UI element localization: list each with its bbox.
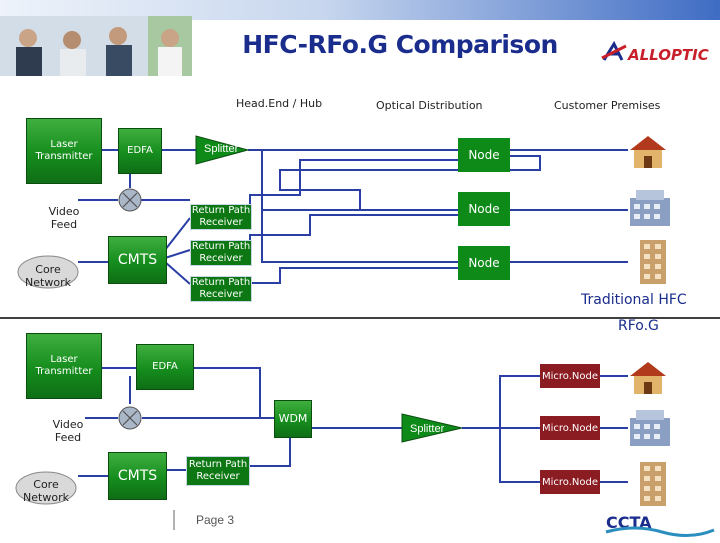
header-optical-distribution: Optical Distribution	[376, 99, 483, 112]
micronode-2: Micro.Node	[540, 416, 600, 440]
node-2: Node	[458, 192, 510, 226]
splitter-label-hfc: Splitter	[204, 143, 239, 155]
house-icon	[630, 136, 666, 168]
rfog-label: RFo.G	[618, 318, 659, 334]
ccta-logo: CCTA	[604, 510, 716, 538]
office-people-image	[0, 16, 192, 76]
return-path-receiver-3: Return Path Receiver	[190, 276, 252, 302]
brand-text: ALLOPTIC	[627, 46, 709, 64]
video-feed-label-hfc: Video Feed	[48, 205, 80, 231]
laser-transmitter-hfc: Laser Transmitter	[26, 118, 102, 184]
node-1: Node	[458, 138, 510, 172]
cmts-hfc: CMTS	[108, 236, 167, 284]
apartment-building-icon	[640, 240, 666, 284]
top-banner	[0, 0, 720, 20]
edfa-hfc: EDFA	[118, 128, 162, 174]
cmts-rfog: CMTS	[108, 452, 167, 500]
micronode-3: Micro.Node	[540, 470, 600, 494]
return-path-receiver-1: Return Path Receiver	[190, 204, 252, 230]
alloptic-logo: ALLOPTIC	[600, 38, 710, 68]
office-building-icon	[630, 190, 670, 226]
header-headend: Head.End / Hub	[236, 97, 323, 110]
wdm-rfog: WDM	[274, 400, 312, 438]
micronode-1: Micro.Node	[540, 364, 600, 388]
header-customer-premises: Customer Premises	[554, 99, 661, 112]
laser-transmitter-rfog: Laser Transmitter	[26, 333, 102, 399]
apartment-building-icon	[640, 462, 666, 506]
return-path-receiver-2: Return Path Receiver	[190, 240, 252, 266]
edfa-rfog: EDFA	[136, 344, 194, 390]
page-title: HFC-RFo.G Comparison	[242, 30, 558, 59]
node-3: Node	[458, 246, 510, 280]
video-feed-label-rfog: Video Feed	[52, 418, 84, 444]
office-building-icon	[630, 410, 670, 446]
house-icon	[630, 362, 666, 394]
return-path-receiver-rfog: Return Path Receiver	[186, 456, 250, 486]
core-network-label-hfc: Core Network	[25, 263, 71, 289]
splitter-label-rfog: Splitter	[410, 423, 445, 435]
traditional-hfc-label: Traditional HFC	[581, 292, 687, 308]
core-network-label-rfog: Core Network	[23, 478, 69, 504]
header-photo	[0, 16, 192, 76]
page-number: Page 3	[196, 513, 235, 527]
